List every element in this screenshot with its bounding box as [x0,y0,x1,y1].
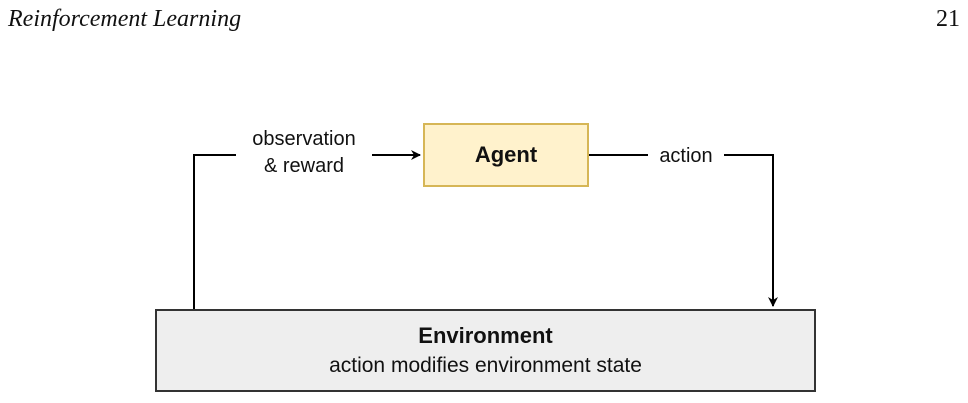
environment-node: Environment action modifies environment … [155,309,816,392]
observation-label-line2: & reward [263,155,345,177]
action-label: action [648,143,724,170]
environment-title: Environment [418,322,553,348]
observation-reward-label: observation & reward [236,126,372,180]
observation-label-line1: observation [252,128,356,150]
agent-node: Agent [423,123,589,187]
action-arrow [589,154,778,307]
environment-subtitle: action modifies environment state [329,353,642,377]
running-title: Reinforcement Learning [8,6,242,32]
page-number: 21 [936,6,960,32]
agent-label: Agent [474,142,538,167]
